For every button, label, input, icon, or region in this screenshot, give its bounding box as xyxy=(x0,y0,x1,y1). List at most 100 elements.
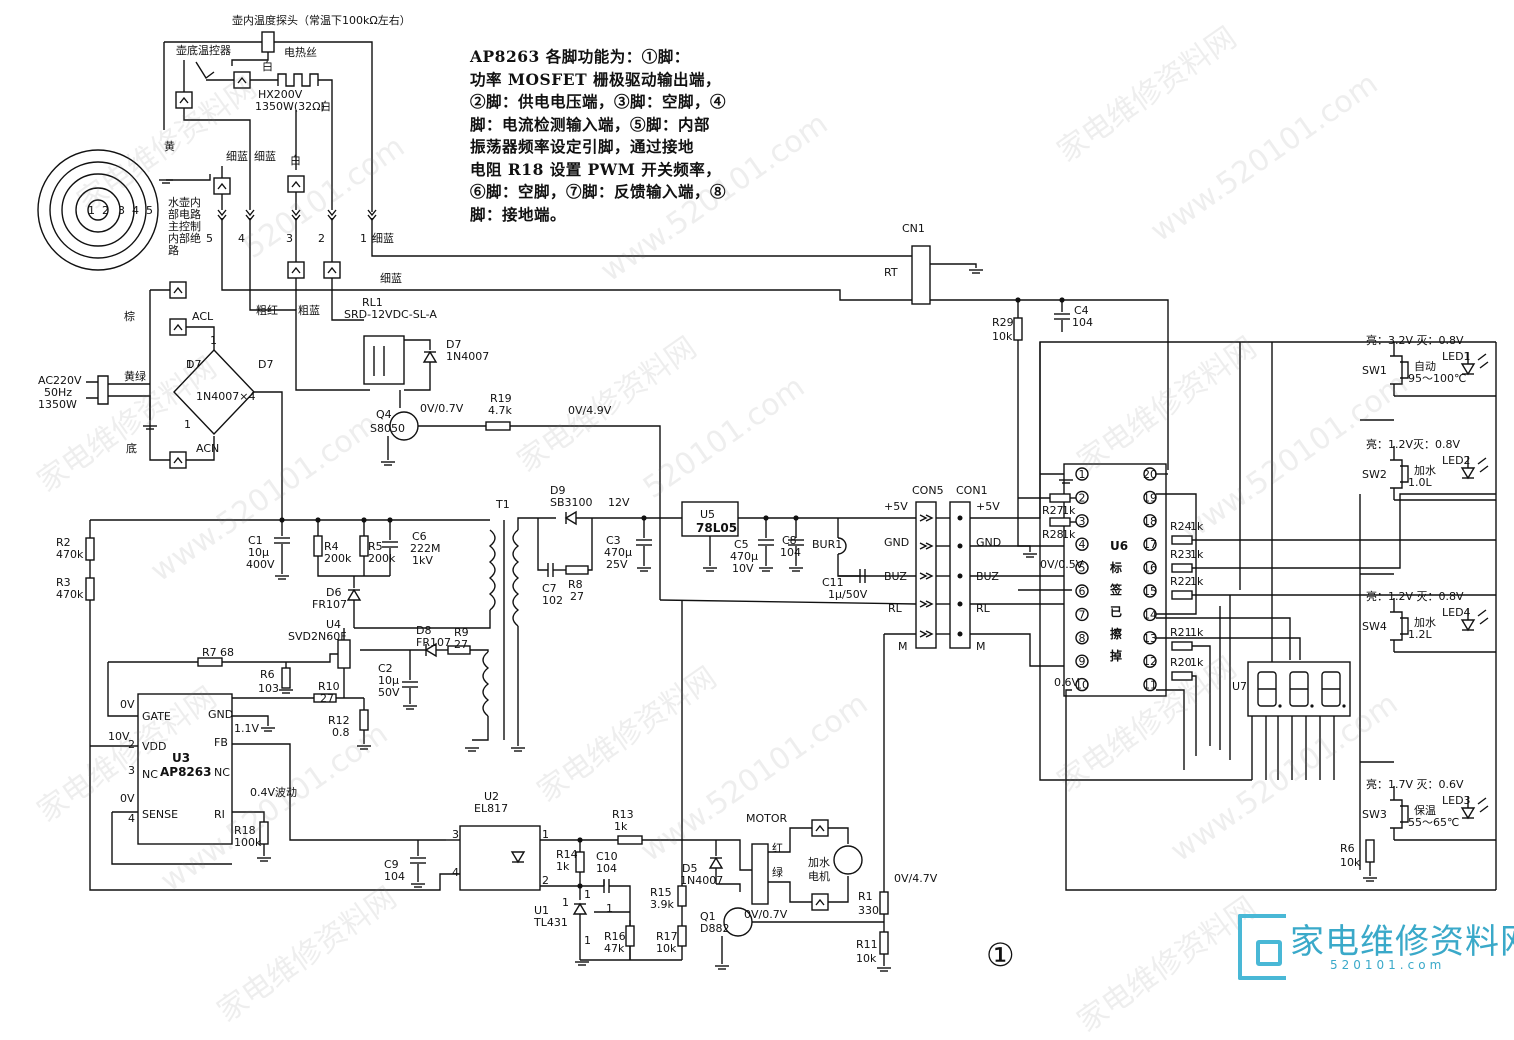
motor-connector xyxy=(751,843,769,905)
wire xyxy=(371,218,912,257)
wire xyxy=(354,610,491,629)
mcu-pin-number: 14 xyxy=(1143,608,1157,621)
heater-spec: 1350W(32Ω) xyxy=(255,100,325,113)
ic-part: SVD2N60F xyxy=(288,630,347,643)
description-line: 振荡器频率设定引脚，通过接地 xyxy=(470,137,695,156)
ic-label: U1 xyxy=(534,904,549,917)
switch-label: SW2 xyxy=(1362,468,1387,481)
voltage-label: 0.6V xyxy=(1054,676,1079,689)
resistor-label: R24 xyxy=(1170,520,1192,533)
switch-temp: 95～100℃ xyxy=(1408,372,1466,385)
motor xyxy=(833,845,863,875)
mcu-pin xyxy=(1075,677,1089,692)
cap-value: 25V xyxy=(606,558,628,571)
cap-label: C1 xyxy=(248,534,263,547)
diode-part: 1N4007 xyxy=(680,874,723,887)
resistor-value: 100k xyxy=(234,836,262,849)
diode-label: D7 xyxy=(258,358,273,371)
led-light-rays xyxy=(1477,797,1489,813)
wire xyxy=(716,839,752,871)
relay-coil xyxy=(373,346,385,376)
wire-color-label: 红 xyxy=(772,842,783,855)
cap-value: 222M xyxy=(410,542,441,555)
transformer-label: T1 xyxy=(495,498,510,511)
cap-value: 50V xyxy=(378,686,400,699)
resistor-label: R18 xyxy=(234,824,256,837)
ic-pin-number: 4 xyxy=(128,812,135,825)
connector-arrow xyxy=(291,209,301,217)
mcu-pin xyxy=(1143,677,1157,692)
acl-label: ACL xyxy=(192,310,214,323)
wire xyxy=(232,715,269,726)
resistor-value: 1k xyxy=(1062,528,1076,541)
resistor-value: 200k xyxy=(324,552,352,565)
resistor-label: R8 xyxy=(568,578,583,591)
wire xyxy=(107,662,138,717)
mosfet-u4 xyxy=(337,639,351,669)
resistor-label: R5 xyxy=(368,540,383,553)
net-label: BUZ xyxy=(884,570,907,583)
wire-color-label: 白 xyxy=(320,99,331,113)
description-line: AP8263 各脚功能为：①脚： xyxy=(470,47,690,66)
resistor-label: R4 xyxy=(324,540,339,553)
resistor-label: R20 xyxy=(1170,656,1192,669)
socket-pin: 5 xyxy=(146,204,153,217)
mcu-pin-number: 6 xyxy=(1079,585,1086,598)
motor-label: MOTOR xyxy=(746,812,788,825)
diode-label: 1 xyxy=(186,358,193,371)
led-label: LED3 xyxy=(1442,794,1471,807)
wire xyxy=(186,326,215,350)
mcu-pin xyxy=(1143,560,1157,575)
resistor xyxy=(879,931,889,955)
resistor xyxy=(625,925,635,947)
connector-arrow xyxy=(327,209,337,217)
diode xyxy=(510,851,526,864)
mcu-pin-number: 15 xyxy=(1143,585,1157,598)
pin-number: 5 xyxy=(206,232,213,245)
mcu-pin xyxy=(1075,584,1089,598)
wire xyxy=(828,876,849,903)
resistor-label: R28 xyxy=(1042,528,1064,541)
resistor-value: 10k xyxy=(992,330,1013,343)
mcu-pin xyxy=(1143,537,1157,551)
wire-connector xyxy=(169,451,187,469)
diode-label: 1 xyxy=(584,934,591,947)
wire xyxy=(472,716,489,741)
wire-connector xyxy=(811,819,829,837)
wire xyxy=(290,873,460,891)
transistor-label: Q1 xyxy=(700,910,716,923)
pin-number: 1 xyxy=(360,232,367,245)
resistor-value: 1k xyxy=(1190,575,1204,588)
heater-element xyxy=(277,73,319,87)
connector-pin xyxy=(957,543,963,549)
resistor xyxy=(879,891,889,915)
led-label: LED4 xyxy=(1442,606,1471,619)
transformer-aux xyxy=(482,651,490,717)
ic-label: U2 xyxy=(484,790,499,803)
push-switch xyxy=(1390,799,1409,829)
resistor-value: 1k xyxy=(1062,504,1076,517)
mcu-pin-number: 7 xyxy=(1079,608,1086,621)
wire xyxy=(222,653,338,663)
resistor xyxy=(1365,839,1375,863)
led-voltage-label: 亮：1.2V 灭：0.8V xyxy=(1366,589,1464,603)
resistor-value: 1k xyxy=(556,860,570,873)
cap-value: 1kV xyxy=(412,554,433,567)
wire-connector xyxy=(323,261,341,279)
ic-pin-number: 3 xyxy=(452,828,459,841)
ic-pin: NC xyxy=(214,766,230,779)
connector-arrow xyxy=(367,209,377,217)
cap-label: C2 xyxy=(378,662,393,675)
display-dot xyxy=(1278,704,1282,708)
ic-pin: GND xyxy=(208,708,233,721)
cap-label: C9 xyxy=(384,858,399,871)
diode-label: D9 xyxy=(550,484,565,497)
resistor xyxy=(1049,517,1071,527)
wire xyxy=(1192,675,1197,756)
voltage-label: 0V/4.7V xyxy=(894,872,938,885)
logo-icon xyxy=(1238,914,1286,980)
connector-label: CN1 xyxy=(902,222,925,235)
logo-url: 520101.com xyxy=(1330,958,1446,972)
wire-connector xyxy=(291,180,301,188)
ic-pin-number: 2 xyxy=(542,874,549,887)
